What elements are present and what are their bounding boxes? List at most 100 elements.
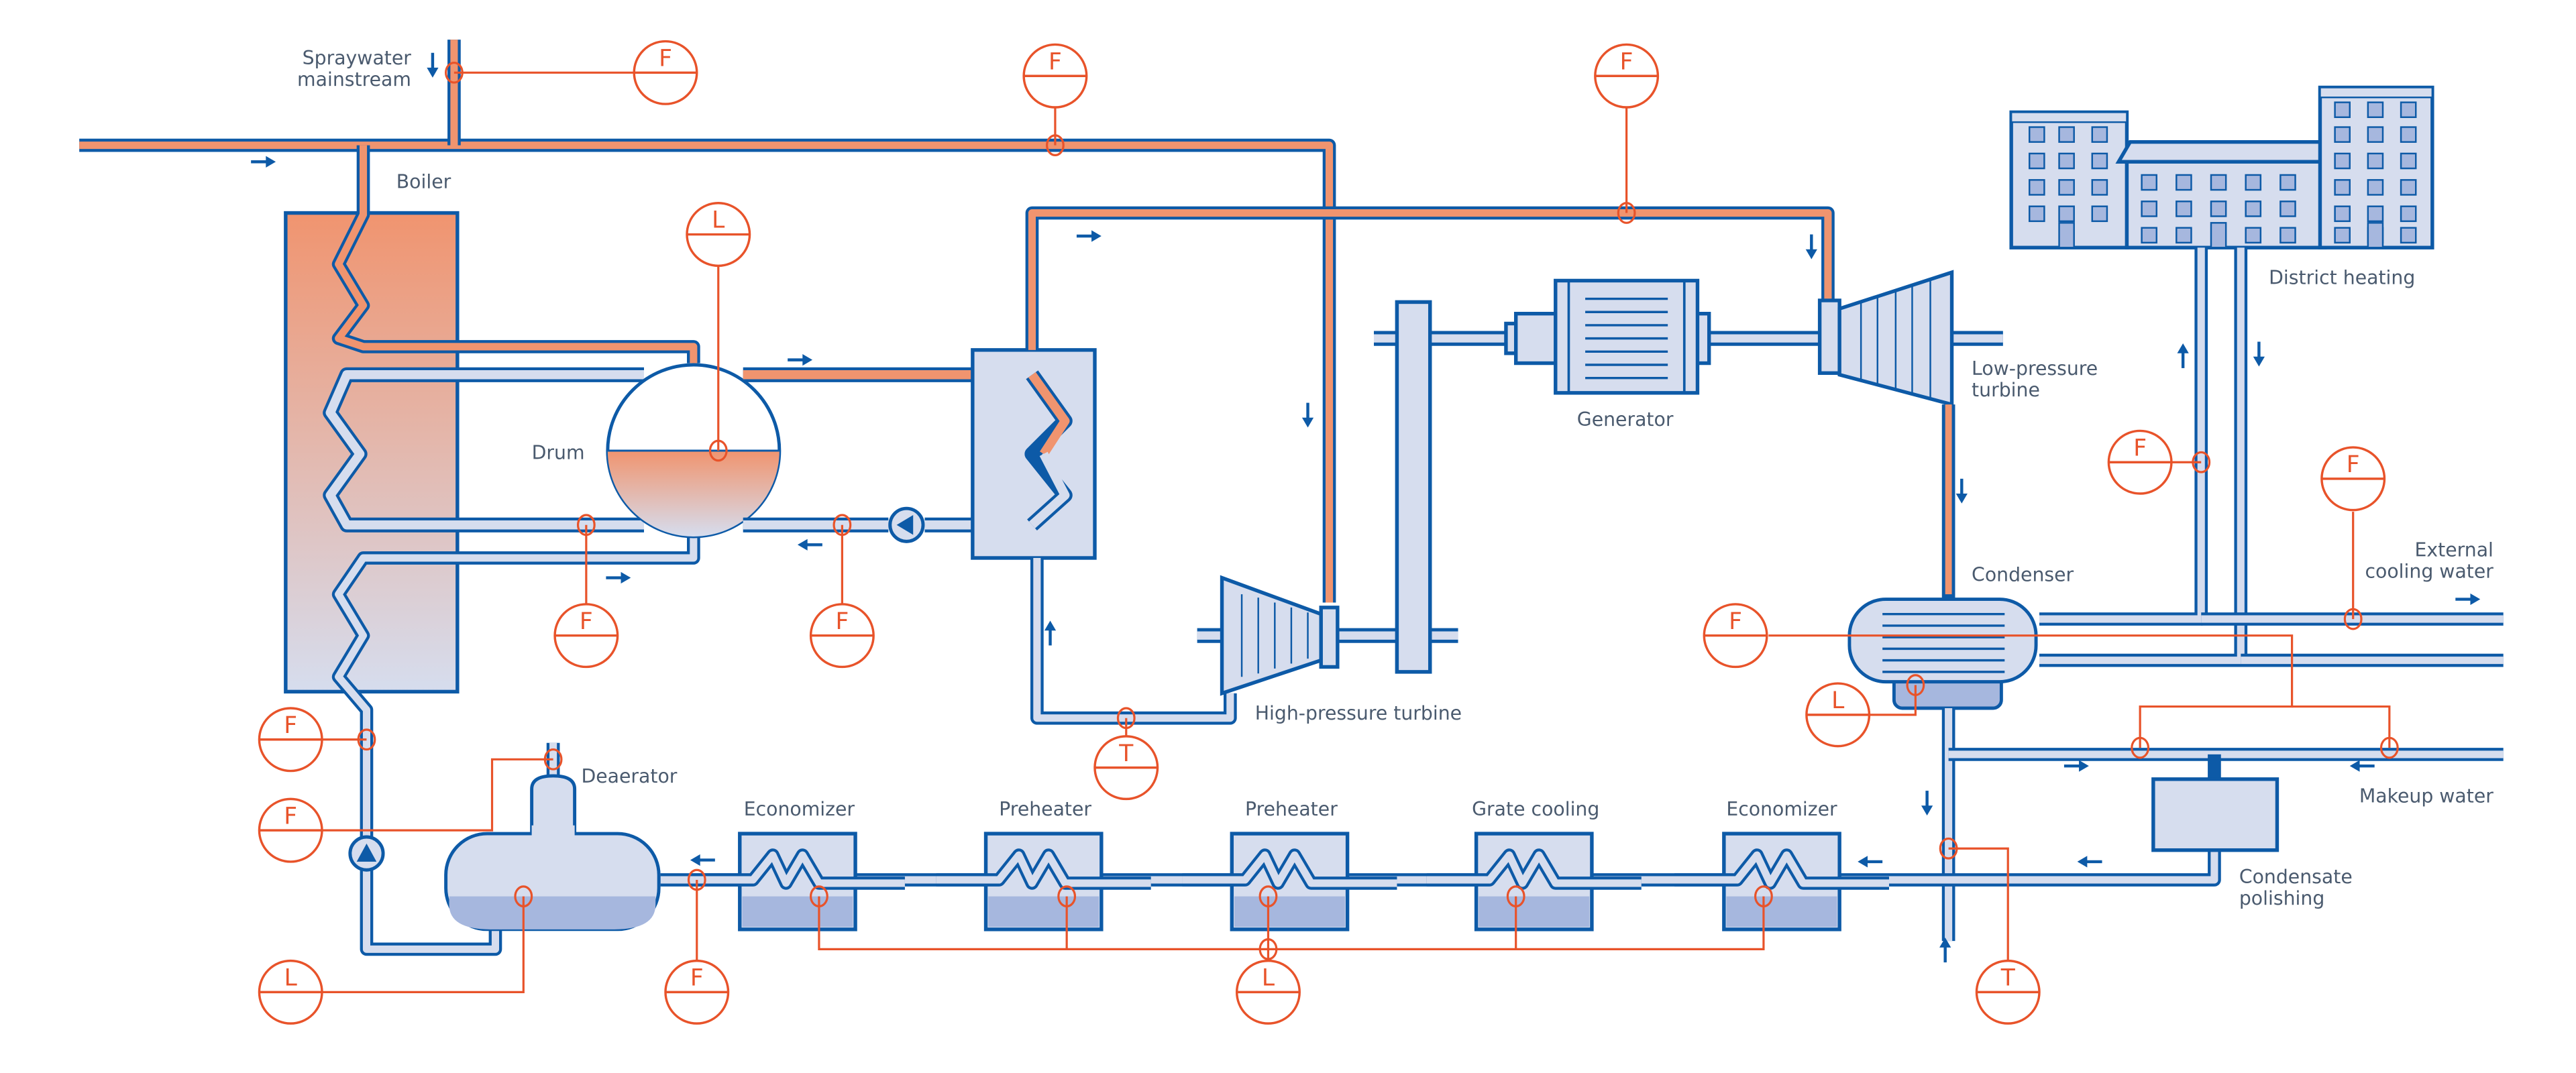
window — [2367, 101, 2384, 118]
instrument-letter: L — [284, 965, 298, 992]
signal-lines — [322, 71, 2391, 993]
window — [2141, 174, 2158, 191]
instrument-letter: F — [1620, 48, 1633, 75]
instrument-hp-exhaust-temp[interactable]: T — [1093, 707, 1159, 801]
window — [2334, 227, 2351, 244]
sensor-tap — [1046, 134, 1065, 156]
sensor-tap — [576, 514, 596, 536]
label-hx-3: Grate cooling — [1472, 798, 1599, 820]
flow-arrow-icon — [690, 854, 715, 866]
sensor-tap — [2131, 736, 2150, 759]
district-heating-buildings — [2009, 85, 2434, 249]
window — [2367, 179, 2384, 196]
door — [2210, 222, 2227, 249]
main-steam-header — [79, 40, 1336, 603]
instrument-letter: T — [1118, 740, 1134, 767]
sensor-tap — [1057, 885, 1077, 907]
flow-arrow-icon — [1858, 856, 1883, 868]
window — [2141, 201, 2158, 217]
label-hx-1: Preheater — [999, 798, 1091, 820]
flow-arrow-icon — [2349, 760, 2375, 772]
flow-arrow-icon — [1921, 791, 1933, 816]
instrument-district-heating-flow[interactable]: F — [2107, 429, 2211, 495]
flow-arrow-icon — [788, 354, 813, 366]
boiler-body — [284, 211, 460, 694]
sensor-tap — [833, 514, 852, 536]
instrument-drum-level[interactable]: L — [686, 202, 751, 462]
flow-arrow-icon — [1301, 402, 1314, 428]
instrument-downcomer-flow[interactable]: F — [553, 514, 619, 669]
flow-arrow-icon — [251, 156, 276, 168]
instrument-feedwater-flow-1[interactable]: F — [258, 707, 376, 773]
instrument-condensate-temp[interactable]: T — [1939, 837, 2041, 1025]
generator — [1504, 278, 1711, 395]
flow-arrow-icon — [2077, 856, 2102, 868]
instrument-letter: T — [2000, 965, 2016, 992]
pump-direction-icon — [896, 515, 914, 535]
window — [2091, 152, 2108, 170]
sensor-tap — [1116, 707, 1136, 730]
instrument-makeup-flow[interactable]: F — [1703, 603, 2150, 759]
window — [2091, 205, 2108, 223]
heat-exchanger — [1674, 832, 1889, 931]
instrument-cooling-water-flow[interactable]: F — [2320, 446, 2386, 630]
instrument-condenser-level[interactable]: L — [1805, 674, 1925, 748]
label-condenser: Condenser — [1972, 563, 2074, 585]
pump-direction-icon — [356, 843, 377, 862]
window — [2334, 205, 2351, 223]
flow-arrows — [251, 52, 2481, 963]
sensor-tap — [1906, 674, 1925, 696]
label-lp-turbine-2: turbine — [1972, 379, 2040, 401]
condensate-polishing-unit — [2151, 777, 2279, 852]
instrument-circulation-flow[interactable]: F — [809, 514, 875, 669]
instrument-letter: F — [2347, 451, 2360, 478]
door — [2058, 222, 2075, 249]
sensor-tap — [1506, 885, 1525, 907]
feedwater-pump[interactable] — [348, 835, 385, 872]
instrument-letter: F — [2133, 435, 2147, 461]
instrument-deaerator-level[interactable]: L — [258, 885, 533, 1025]
instrument-main-steam-flow[interactable]: F — [1022, 43, 1088, 156]
label-spraywater-1: Spraywater — [303, 47, 412, 69]
instrument-lp-steam-flow[interactable]: F — [1594, 43, 1660, 224]
drum — [606, 363, 782, 539]
heat-exchanger — [1426, 832, 1642, 931]
label-spraywater-2: mainstream — [297, 68, 411, 91]
window — [2210, 174, 2227, 191]
sensor-tap — [514, 885, 533, 907]
instrument-exchanger-level[interactable]: L — [1235, 938, 1301, 1025]
instrument-spraywater-flow[interactable]: F — [445, 40, 698, 105]
window — [2029, 205, 2045, 223]
flow-arrow-icon — [427, 52, 439, 78]
label-external-cooling-1: External — [2415, 539, 2493, 561]
flow-arrow-icon — [1044, 620, 1057, 646]
circulation-pump[interactable] — [888, 506, 925, 543]
lp-turbine — [1817, 270, 1954, 407]
instrument-deaerator-steam-flow[interactable]: F — [258, 748, 563, 863]
window — [2058, 179, 2075, 196]
window — [2367, 205, 2384, 223]
window — [2176, 201, 2192, 217]
label-condensate-polishing-1: Condensate — [2239, 866, 2353, 888]
window — [2367, 126, 2384, 143]
window — [2279, 227, 2296, 244]
instrument-letter: F — [835, 608, 849, 635]
window — [2279, 201, 2296, 217]
door — [2367, 222, 2384, 249]
instrument-letter: F — [659, 45, 672, 72]
sensor-tap — [1939, 837, 1958, 860]
flow-arrow-icon — [1939, 938, 1951, 963]
flow-arrow-icon — [2455, 593, 2481, 606]
flow-arrow-icon — [2177, 343, 2189, 368]
boiler — [284, 211, 460, 694]
window — [2176, 227, 2192, 244]
sensor-tap — [2379, 736, 2399, 759]
evaporator-pipes — [323, 367, 700, 956]
label-hx-2: Preheater — [1245, 798, 1338, 820]
drum-liquid — [607, 451, 780, 536]
flow-arrow-icon — [1076, 230, 1102, 242]
instrument-letter: F — [284, 712, 297, 739]
instrument-feedwater-flow-2[interactable]: F — [664, 868, 730, 1025]
sensor-tap — [357, 728, 376, 751]
window — [2400, 227, 2417, 244]
